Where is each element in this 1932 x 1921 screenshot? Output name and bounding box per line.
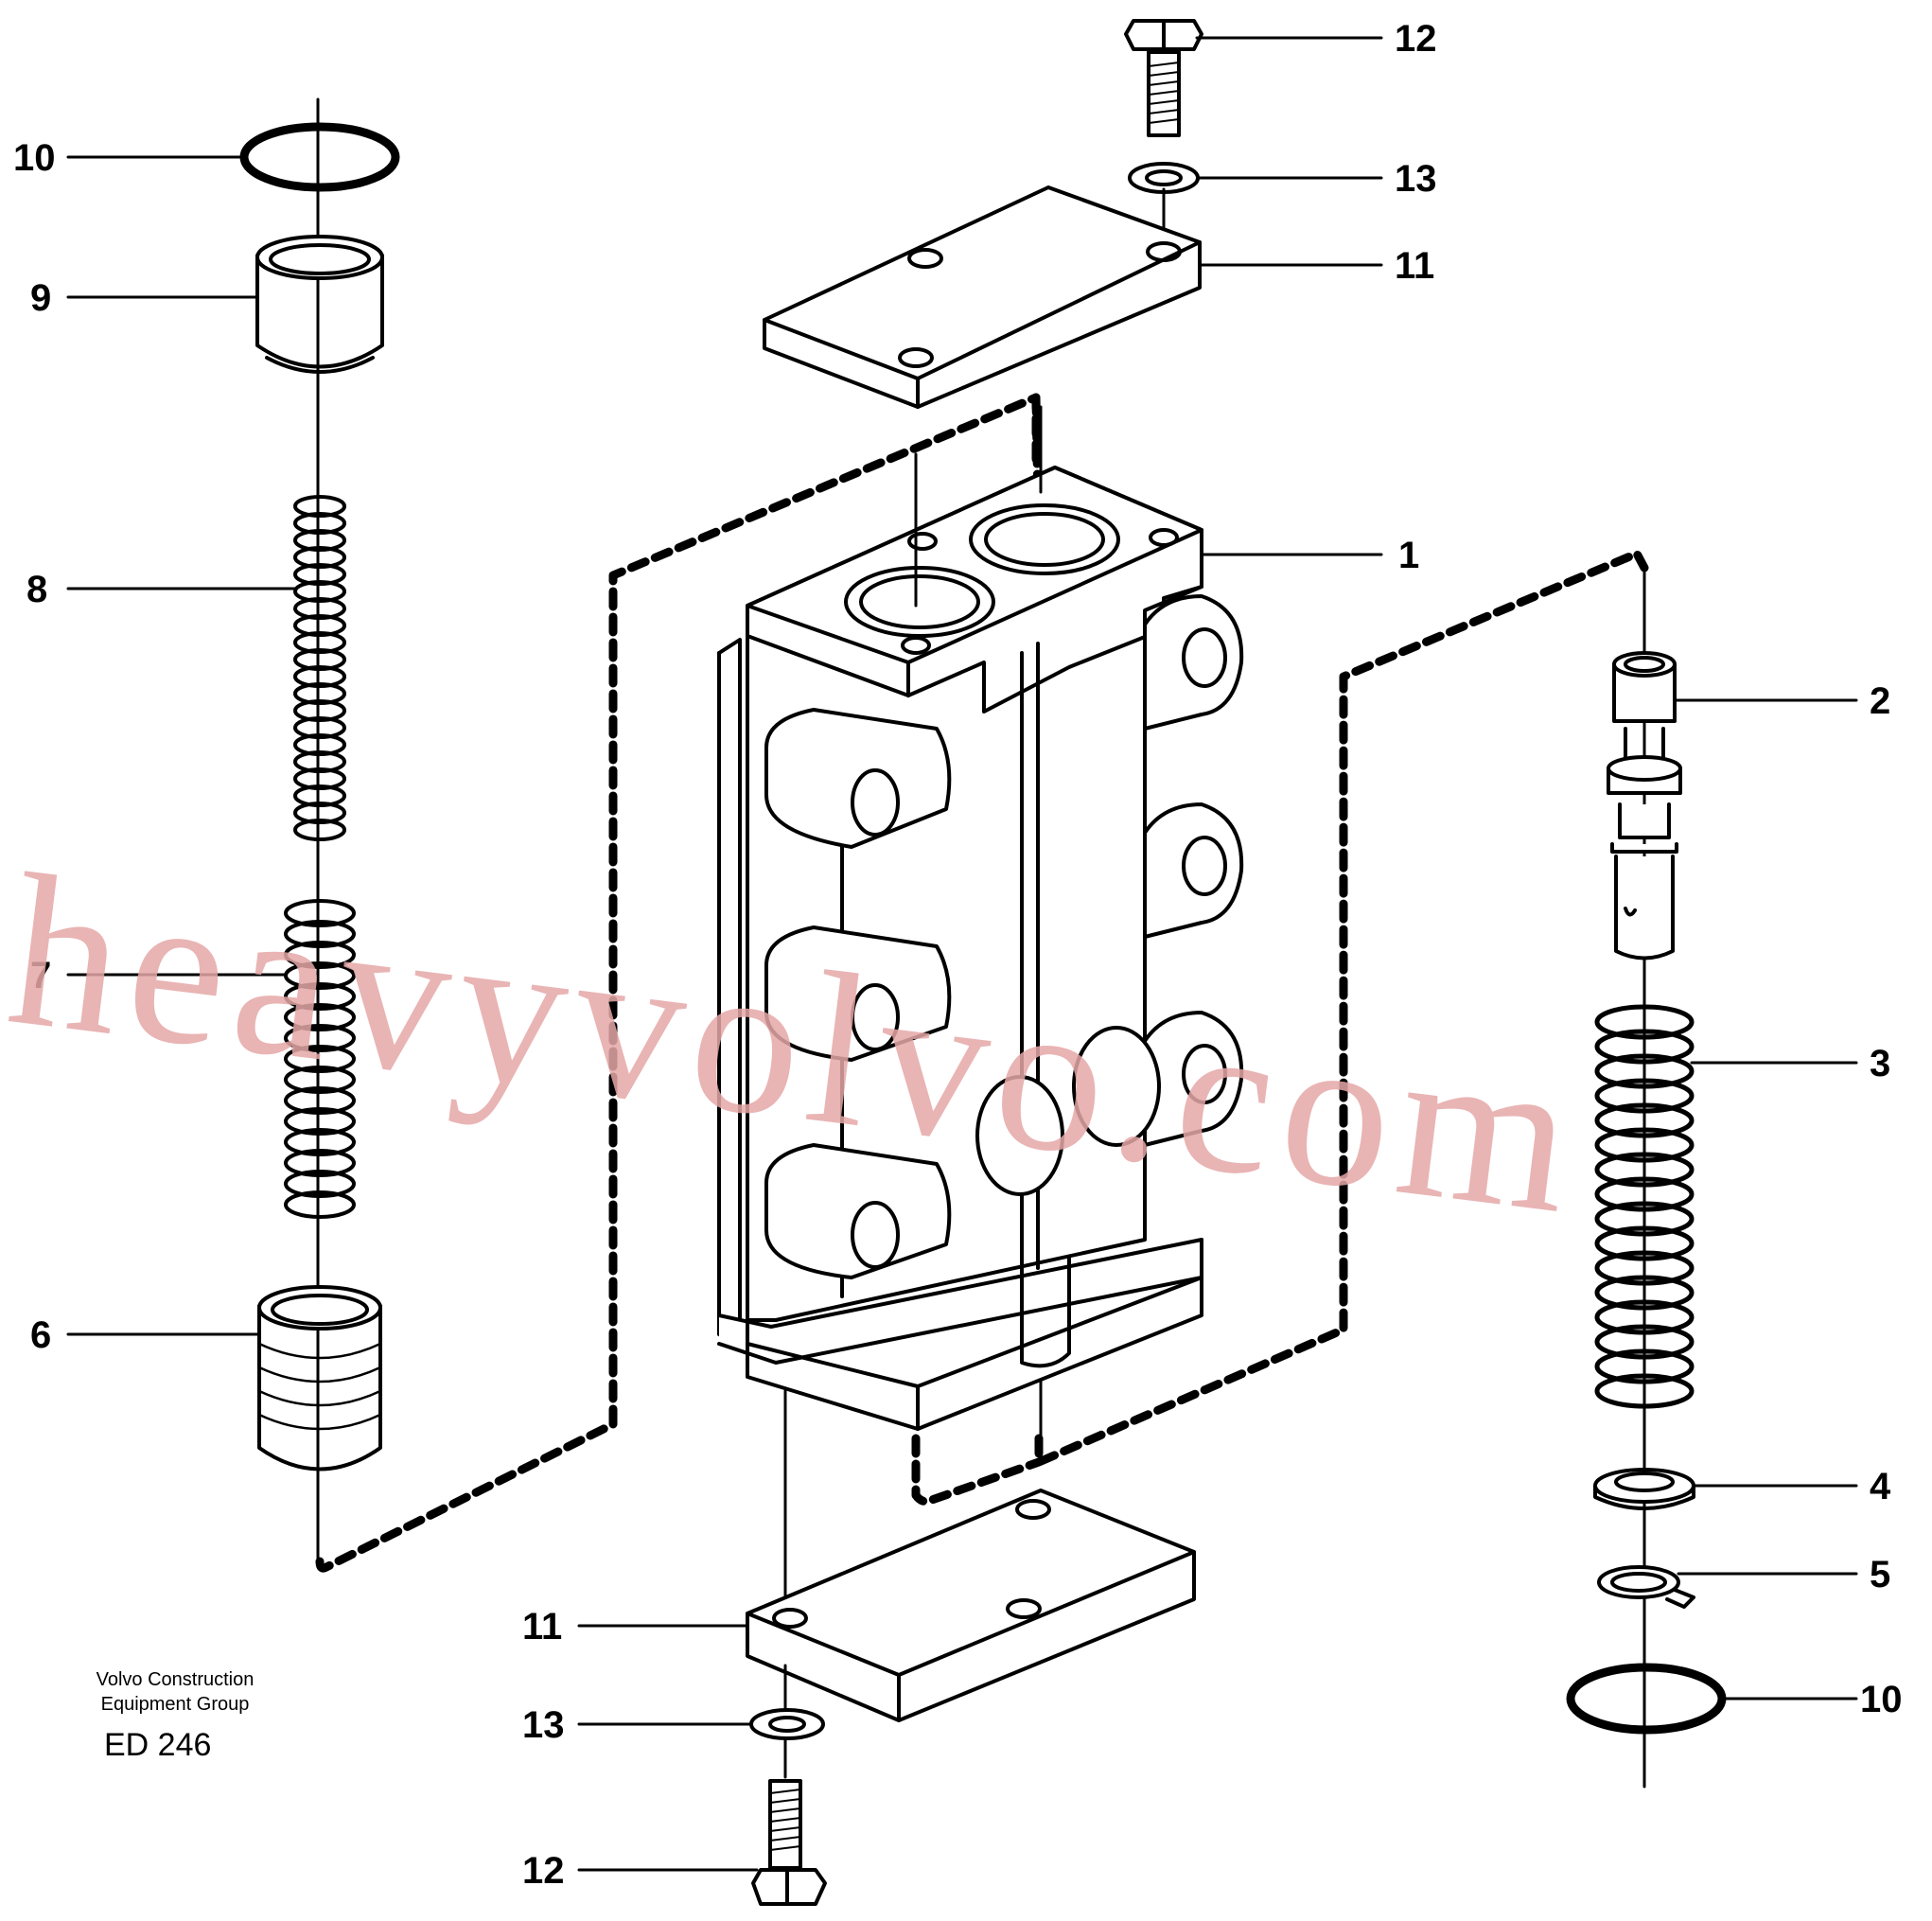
drawing-code: ED 246 xyxy=(104,1727,212,1763)
callout-7: 7 xyxy=(30,955,51,996)
spring-part-8 xyxy=(293,495,346,841)
left-stack xyxy=(239,97,1041,1573)
callout-5: 5 xyxy=(1870,1554,1890,1595)
sleeve-part-9 xyxy=(255,235,384,374)
bolt-part-12-top xyxy=(1124,19,1203,137)
valve-body-part-1 xyxy=(717,466,1244,1431)
bolt-part-12-bottom xyxy=(751,1779,827,1906)
spring-part-7 xyxy=(284,899,356,1219)
port-boss-right-3 xyxy=(1143,1011,1244,1147)
plug-part-6 xyxy=(257,1285,382,1472)
circlip-part-5 xyxy=(1597,1565,1695,1609)
callout-6: 6 xyxy=(30,1314,51,1356)
spring-part-3 xyxy=(1594,1004,1695,1409)
caption-line-1: Volvo Construction xyxy=(96,1669,255,1690)
callout-1: 1 xyxy=(1398,535,1419,576)
caption-line-2: Equipment Group xyxy=(100,1694,250,1715)
right-stack xyxy=(1566,566,1727,1789)
callout-13-bottom: 13 xyxy=(522,1704,565,1746)
port-boss-right-2 xyxy=(1143,802,1244,939)
cover-plate-part-11-top xyxy=(763,185,1202,409)
callout-2: 2 xyxy=(1870,680,1890,722)
cover-plate-part-11-bottom xyxy=(746,1389,1196,1722)
callout-3: 3 xyxy=(1870,1043,1890,1084)
center-plug-boss-1 xyxy=(975,1075,1064,1196)
spring-seat-part-4 xyxy=(1593,1468,1695,1510)
lock-washer-part-13-bottom xyxy=(749,1664,825,1779)
callout-labels: 10 9 8 7 6 12 13 11 1 2 3 4 5 10 11 13 1… xyxy=(13,18,1903,1892)
callout-8: 8 xyxy=(26,569,47,610)
callout-9: 9 xyxy=(30,277,51,319)
callout-12-top: 12 xyxy=(1395,18,1437,60)
spool-part-2 xyxy=(1607,651,1682,960)
callout-11-top: 11 xyxy=(1395,245,1434,287)
port-boss-left-3 xyxy=(764,1143,952,1279)
callout-13-top: 13 xyxy=(1395,158,1437,200)
callout-12-bottom: 12 xyxy=(522,1850,565,1892)
port-boss-left-2 xyxy=(764,925,952,1062)
port-boss-left-1 xyxy=(764,708,952,849)
port-boss-right-1 xyxy=(1143,594,1244,731)
callout-4: 4 xyxy=(1870,1466,1891,1507)
drawing-caption: Volvo Construction Equipment Group ED 24… xyxy=(38,1667,312,1764)
callout-11-bottom: 11 xyxy=(522,1606,562,1648)
callout-10-bottom: 10 xyxy=(1860,1679,1903,1720)
callout-10-top: 10 xyxy=(13,137,56,179)
leader-lines xyxy=(66,36,1858,1872)
o-ring-part-10-bottom xyxy=(1566,1663,1727,1735)
center-plug-boss-2 xyxy=(1072,1026,1161,1147)
o-ring-part-10-top xyxy=(239,122,400,192)
